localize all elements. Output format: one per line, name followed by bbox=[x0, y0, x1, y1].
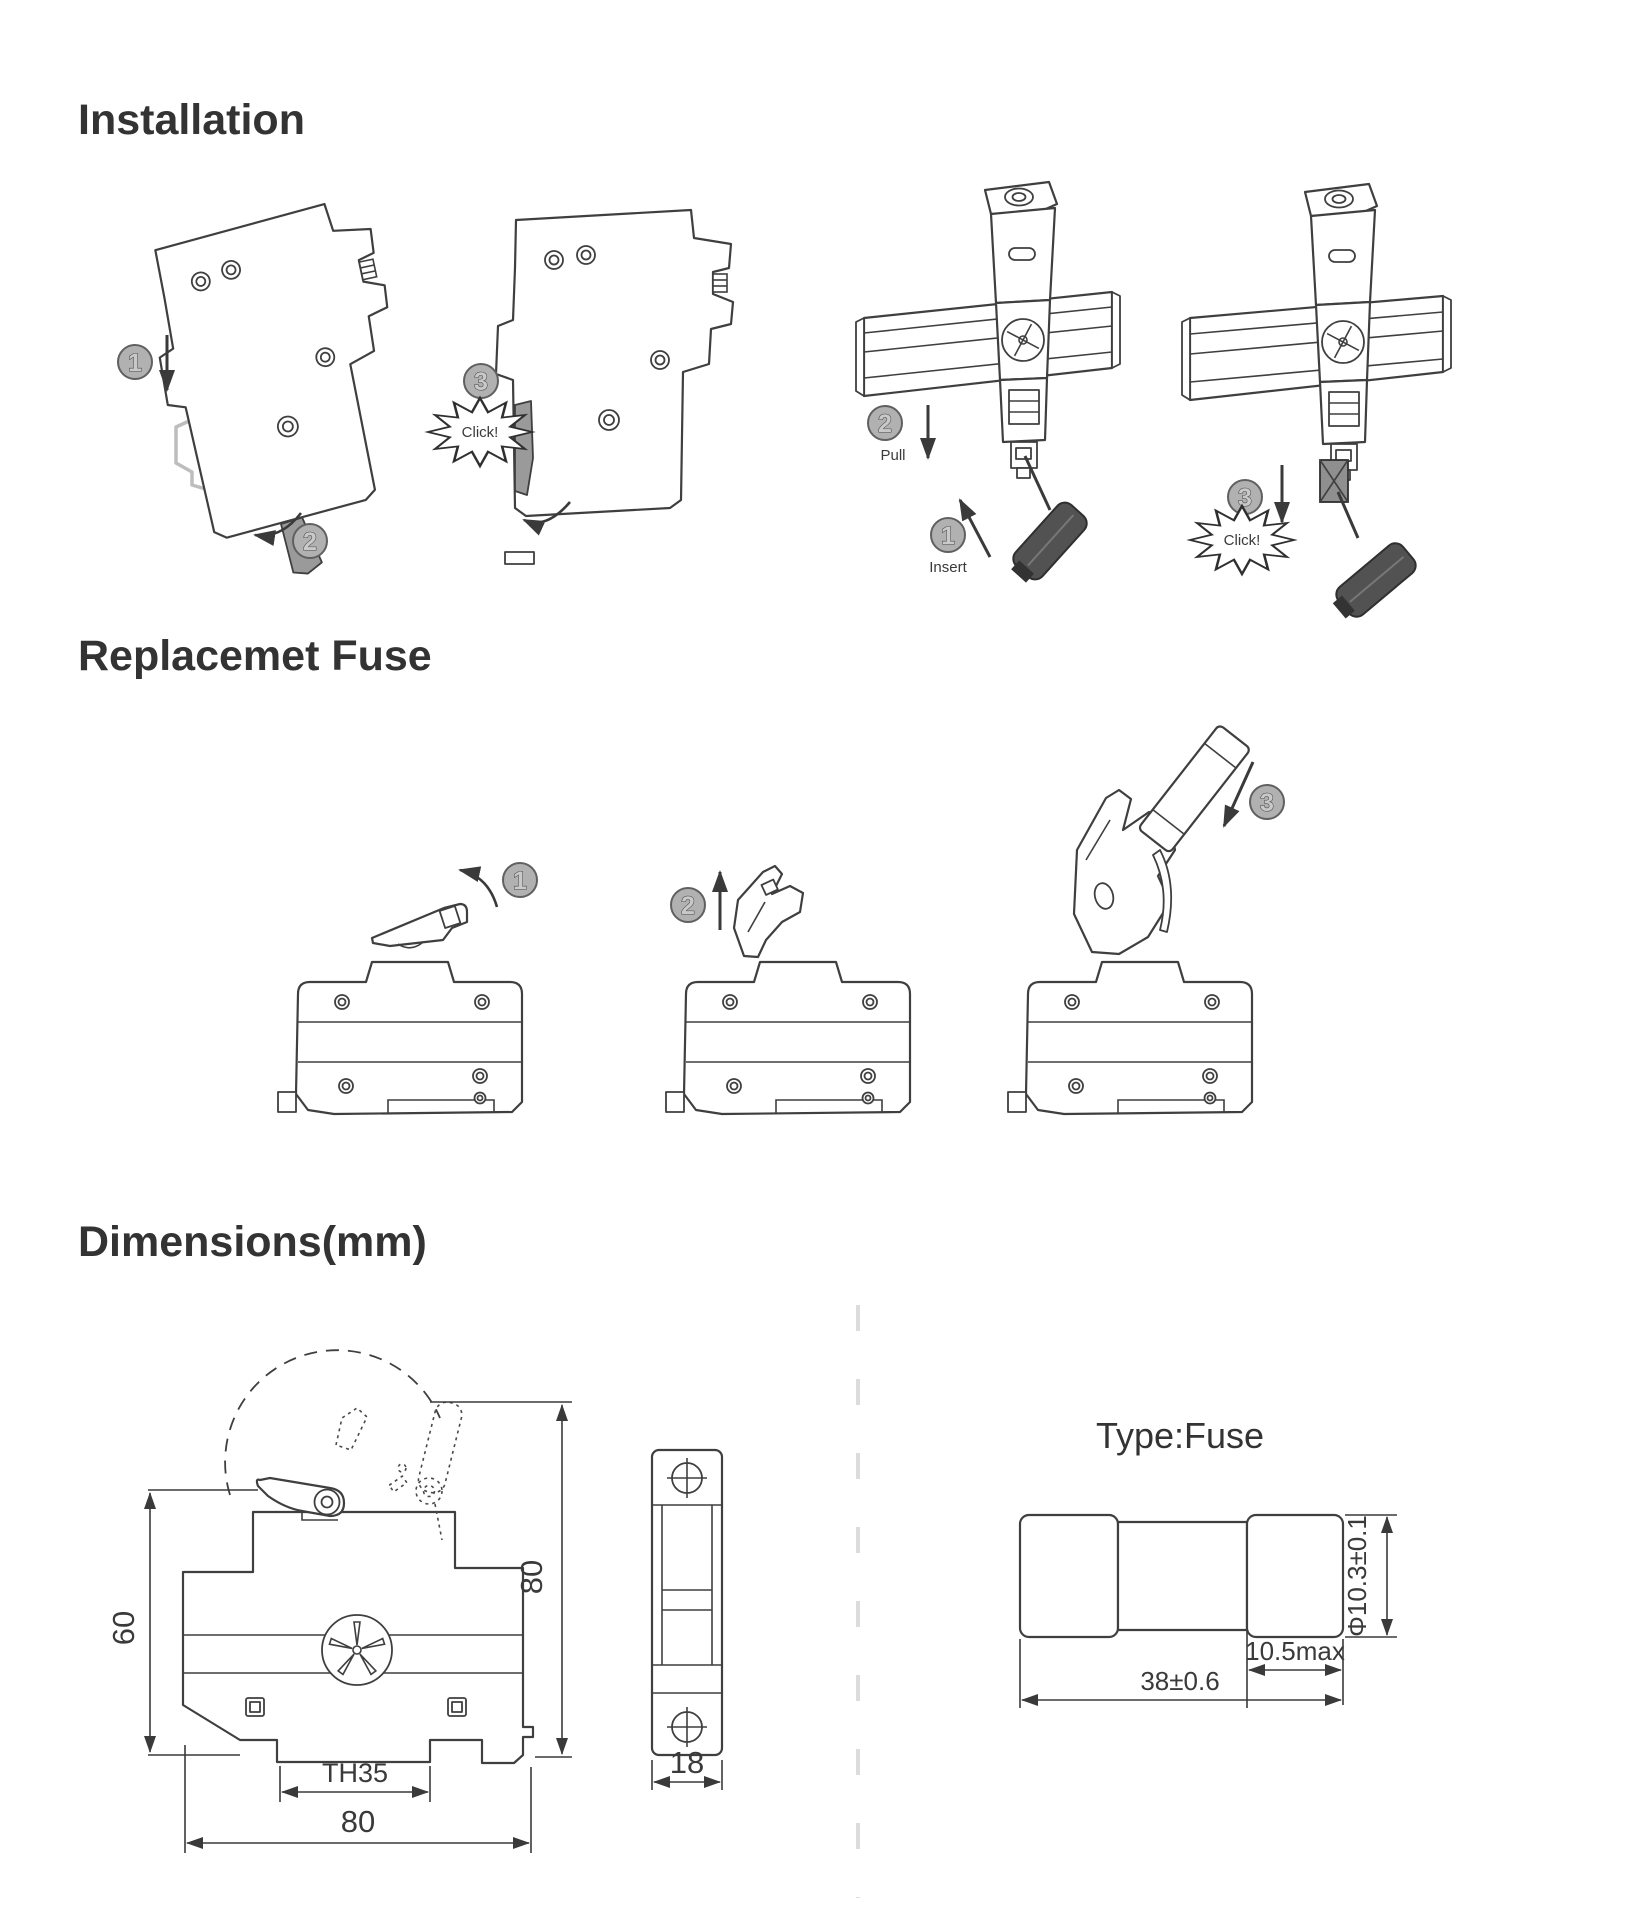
install-diagram-click: 3 Click! bbox=[427, 208, 735, 565]
dimensions-drawings: 60 80 TH35 80 bbox=[106, 1305, 1397, 1898]
knob bbox=[321, 1614, 393, 1686]
step-number: 1 bbox=[128, 349, 142, 377]
dim-total-height: 80 bbox=[430, 1401, 572, 1758]
clip-foot bbox=[504, 551, 535, 565]
step-number: 1 bbox=[513, 867, 527, 895]
step-circle-3: 3 bbox=[1249, 784, 1285, 820]
step-number: 2 bbox=[681, 892, 695, 920]
fuse-cartridge bbox=[1138, 725, 1250, 853]
fuse-holder-base bbox=[276, 960, 524, 1116]
step-number: 3 bbox=[1260, 789, 1274, 817]
screwdriver-handle bbox=[1011, 501, 1088, 583]
din-rail bbox=[855, 290, 1121, 398]
fuse-type-title: Type:Fuse bbox=[1096, 1415, 1264, 1456]
screwdriver-shaft bbox=[1023, 455, 1052, 511]
side-view-drawing: 18 bbox=[650, 1448, 724, 1790]
dim-fuse-length: 38±0.6 bbox=[1019, 1639, 1342, 1708]
latch-pulled bbox=[1319, 459, 1349, 503]
handle-closed bbox=[370, 902, 469, 949]
remove-arrow bbox=[1222, 761, 1255, 828]
front-view-drawing: 60 80 TH35 80 bbox=[106, 1349, 572, 1853]
click-burst: Click! bbox=[1189, 505, 1295, 575]
step-circle-2: 2 bbox=[670, 887, 706, 923]
dim-label-60: 60 bbox=[106, 1611, 141, 1645]
fuse-holder-base bbox=[664, 960, 912, 1116]
dim-label-80-width: 80 bbox=[341, 1804, 375, 1839]
section-title-installation: Installation bbox=[78, 96, 305, 144]
section-title-dimensions: Dimensions(mm) bbox=[78, 1218, 427, 1266]
install-diagram-screwdriver-click: 3 Click! bbox=[1181, 182, 1452, 619]
dim-total-width: 80 bbox=[184, 1745, 532, 1853]
step-number: 2 bbox=[303, 528, 317, 556]
dim-label-80-height: 80 bbox=[514, 1560, 549, 1594]
fuse-holder-base bbox=[1006, 960, 1254, 1116]
step-circle-3: 3 bbox=[463, 363, 499, 399]
rotate-arrow bbox=[522, 501, 571, 536]
dim-label-length: 38±0.6 bbox=[1140, 1666, 1219, 1696]
dim-label-th35: TH35 bbox=[322, 1758, 388, 1788]
dim-front-height: 60 bbox=[106, 1489, 258, 1756]
fuse-barrel bbox=[1116, 1520, 1249, 1632]
replacement-fuse-diagrams: 1 2 3 bbox=[276, 725, 1285, 1116]
click-label: Click! bbox=[1224, 532, 1261, 549]
screw-top bbox=[667, 1458, 707, 1498]
mount-holes bbox=[245, 1697, 467, 1717]
knob-impeller bbox=[328, 1621, 386, 1676]
handle-swing-arc bbox=[224, 1349, 441, 1496]
dim-fuse-cap: 10.5max bbox=[1245, 1630, 1345, 1708]
dim-rail-width: TH35 bbox=[279, 1758, 431, 1802]
pull-label: Pull bbox=[880, 447, 905, 464]
install-diagram-tilt: 1 2 bbox=[117, 194, 431, 575]
click-burst: Click! bbox=[427, 397, 533, 467]
step-circle-1: 1 bbox=[930, 517, 966, 553]
insert-label: Insert bbox=[929, 559, 967, 576]
screwdriver-handle bbox=[1332, 542, 1417, 619]
step-circle-2: 2 bbox=[867, 405, 903, 441]
screwdriver-shaft bbox=[1336, 491, 1360, 539]
click-label: Click! bbox=[462, 424, 499, 441]
screw-bottom bbox=[667, 1707, 707, 1747]
step-circle-2: 2 bbox=[292, 523, 328, 559]
insert-arrow-up bbox=[958, 498, 992, 558]
fuse-right-cap bbox=[1245, 1513, 1345, 1639]
fuse-carrier-lifted bbox=[732, 864, 805, 959]
open-arrow bbox=[458, 866, 499, 908]
fuse-left-cap bbox=[1018, 1513, 1120, 1639]
install-diagram-screwdriver-insert: 2 Pull 1 Insert bbox=[855, 180, 1121, 583]
dim-label-diameter: Φ10.3±0.1 bbox=[1342, 1515, 1372, 1637]
step-number: 2 bbox=[878, 410, 892, 438]
fuse-holder-module-side bbox=[132, 194, 431, 575]
handle-lever bbox=[255, 1476, 346, 1521]
rotate-arrow bbox=[253, 512, 303, 546]
dim-depth: 18 bbox=[651, 1745, 723, 1790]
dim-fuse-diameter: Φ10.3±0.1 bbox=[1342, 1514, 1397, 1638]
section-title-replacement: Replacemet Fuse bbox=[78, 632, 432, 680]
step-number: 3 bbox=[474, 368, 488, 396]
fuse-spec-drawing: Type:Fuse Φ10.3±0.1 10.5max 38±0.6 bbox=[1018, 1415, 1397, 1708]
step-number: 1 bbox=[941, 522, 955, 550]
step-circle-1: 1 bbox=[502, 862, 538, 898]
dim-label-cap: 10.5max bbox=[1245, 1636, 1345, 1666]
dim-label-18: 18 bbox=[670, 1745, 704, 1780]
step-circle-1: 1 bbox=[117, 344, 153, 380]
